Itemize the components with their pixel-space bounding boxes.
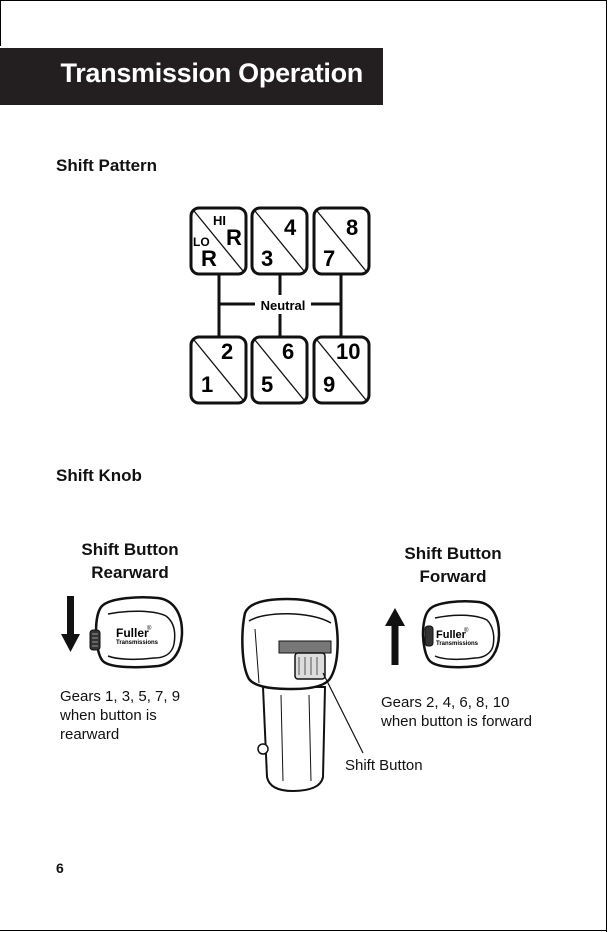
rearward-caption: Gears 1, 3, 5, 7, 9 when button is rearw… <box>60 687 180 744</box>
rearward-title: Shift Button Rearward <box>80 538 180 584</box>
gate-reverse-hi: HI <box>213 213 226 228</box>
gate-7-8: 8 7 <box>312 206 371 276</box>
page-number: 6 <box>56 860 64 876</box>
shift-pattern-diagram: Neutral HI R LO R 4 3 8 7 2 1 6 5 10 9 <box>189 206 371 405</box>
gate-bottom-7: 7 <box>323 246 335 271</box>
page-border-right <box>606 0 607 932</box>
gate-bottom-9: 9 <box>323 372 335 397</box>
rearward-caption-line3: rearward <box>60 726 120 743</box>
knob-brand-text: Fuller <box>116 626 149 640</box>
arrow-up-icon <box>385 608 405 665</box>
gate-reverse: HI R LO R <box>189 206 248 276</box>
knob-brand-sub: Transmissions <box>116 640 159 646</box>
page-title: Transmission Operation <box>60 58 364 88</box>
gate-top-4: 4 <box>284 215 297 240</box>
gate-top-6: 6 <box>282 339 294 364</box>
header-bar: Transmission Operation <box>0 48 383 105</box>
shift-button-callout: Shift Button <box>345 757 423 774</box>
rearward-title-line1: Shift Button <box>81 540 179 559</box>
rearward-caption-line2: when button is <box>60 707 157 724</box>
shift-knob-label: Shift Knob <box>56 466 142 485</box>
gate-reverse-bottom: R <box>201 246 217 271</box>
page-border-bottom <box>0 930 607 931</box>
knob-brand-mark-forward: ® <box>464 627 469 634</box>
shift-knob-illustration <box>241 597 364 793</box>
forward-caption-line2: when button is forward <box>381 713 532 730</box>
shift-gate-lines <box>217 274 343 336</box>
forward-caption: Gears 2, 4, 6, 8, 10 when button is forw… <box>381 693 532 731</box>
forward-title-line1: Shift Button <box>404 544 502 563</box>
knob-brand-mark: ® <box>147 625 152 632</box>
gate-1-2: 2 1 <box>189 335 248 405</box>
gate-bottom-3: 3 <box>261 246 273 271</box>
arrow-down-icon <box>61 596 80 652</box>
gate-top-10: 10 <box>336 339 360 364</box>
gate-bottom-1: 1 <box>201 372 213 397</box>
gate-reverse-top: R <box>226 225 242 250</box>
forward-caption-line1: Gears 2, 4, 6, 8, 10 <box>381 694 510 711</box>
page-border-left <box>0 0 1 46</box>
knob-end-view-rearward: Fuller ® Transmissions <box>89 596 184 669</box>
rearward-knob-illustration: Fuller ® Transmissions <box>61 596 184 669</box>
rearward-caption-line1: Gears 1, 3, 5, 7, 9 <box>60 688 181 705</box>
gate-5-6: 6 5 <box>250 335 309 405</box>
gate-9-10: 10 9 <box>312 335 371 405</box>
page-border-top <box>0 0 607 1</box>
forward-title-line2: Forward <box>419 567 487 586</box>
forward-title: Shift Button Forward <box>403 542 503 588</box>
gate-top-8: 8 <box>346 215 358 240</box>
gate-top-2: 2 <box>221 339 233 364</box>
knob-end-view-forward: Fuller ® Transmissions <box>421 600 501 669</box>
rearward-title-line2: Rearward <box>91 563 169 582</box>
gate-3-4: 4 3 <box>250 206 309 276</box>
knob-brand-sub-forward: Transmissions <box>436 641 479 647</box>
neutral-label: Neutral <box>261 298 306 313</box>
shift-pattern-label: Shift Pattern <box>56 156 158 175</box>
gate-bottom-5: 5 <box>261 372 273 397</box>
gate-reverse-lo: LO <box>193 235 210 249</box>
forward-knob-illustration: Fuller ® Transmissions <box>385 600 501 669</box>
knob-brand-text-forward: Fuller <box>436 629 467 641</box>
